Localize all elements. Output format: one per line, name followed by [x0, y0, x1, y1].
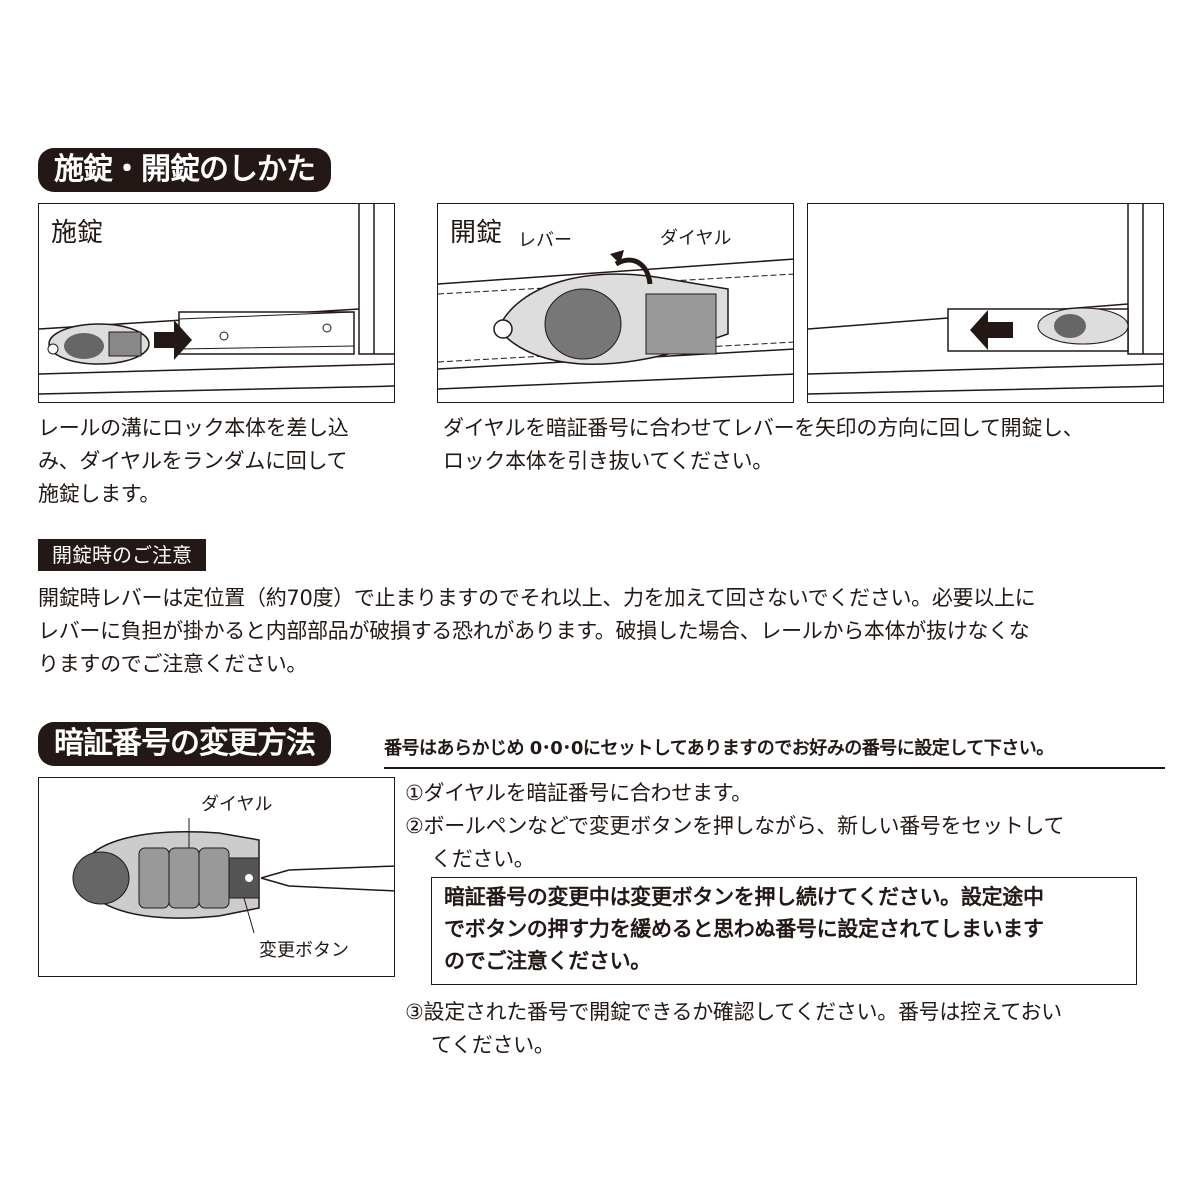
rotate-arrow-icon [610, 250, 624, 264]
warning-line: 暗証番号の変更中は変更ボタンを押し続けてください。設定途中 [444, 885, 1044, 909]
unlock-drawing [438, 250, 793, 390]
caption-line: ロック本体を引き抜いてください。 [443, 449, 773, 473]
warning-line: のでご注意ください。 [444, 949, 651, 973]
pen-icon [260, 865, 394, 892]
step-2: ②ボールペンなどで変更ボタンを押しながら、新しい番号をセットして [405, 814, 1065, 838]
change-button-drawing [72, 818, 394, 934]
lever-label: レバー [516, 226, 574, 252]
steps: ①ダイヤルを暗証番号に合わせます。 ②ボールペンなどで変更ボタンを押しながら、新… [405, 777, 1185, 876]
remove-drawing [808, 204, 1163, 395]
dial-label: ダイヤル [199, 790, 275, 816]
notice-line: レバーに負担が掛かると内部部品が破損する恐れがあります。破損した場合、レールから… [38, 619, 1030, 643]
notice-text: 開錠時レバーは定位置（約70度）で止まりますのでそれ以上、力を加えて回さないでく… [38, 582, 1178, 681]
change-button-label: 変更ボタン [257, 936, 351, 962]
notice-label: 開錠時のご注意 [38, 539, 206, 571]
section-title-lock-unlock: 施錠・開錠のしかた [38, 148, 331, 192]
caption-line: ダイヤルを暗証番号に合わせてレバーを矢印の方向に回して開錠し、 [443, 416, 1084, 440]
step-3-line: ③設定された番号で開錠できるか確認してください。番号は控えておい [405, 1000, 1062, 1024]
arrow-right-icon [154, 320, 192, 360]
illustration-change-button: ダイヤル 変更ボタン [38, 777, 395, 977]
divider [384, 767, 1165, 769]
step-2-cont: ください。 [431, 847, 535, 871]
illustration-remove [807, 203, 1164, 403]
warning-box: 暗証番号の変更中は変更ボタンを押し続けてください。設定途中 でボタンの押す力を緩… [431, 877, 1137, 985]
caption-line: み、ダイヤルをランダムに回して [38, 449, 348, 473]
step-1: ①ダイヤルを暗証番号に合わせます。 [405, 781, 752, 805]
step-3-cont: てください。 [431, 1033, 555, 1057]
illustration-lock: 施錠 [38, 203, 395, 403]
illustration-unlock: 開錠 レバー ダイヤル [437, 203, 794, 403]
warning-line: でボタンの押す力を緩めると思わぬ番号に設定されてしまいます [444, 917, 1044, 941]
caption-line: 施錠します。 [38, 482, 161, 506]
dial-label: ダイヤル [658, 224, 734, 250]
arrow-left-icon [970, 310, 1013, 350]
section-title-change-code: 暗証番号の変更方法 [38, 722, 331, 766]
notice-line: りますのでご注意ください。 [38, 652, 308, 676]
step-3: ③設定された番号で開錠できるか確認してください。番号は控えておい てください。 [405, 996, 1185, 1062]
caption-unlock: ダイヤルを暗証番号に合わせてレバーを矢印の方向に回して開錠し、 ロック本体を引き… [443, 412, 1183, 478]
panel-title-lock: 施錠 [51, 218, 104, 248]
panel-title-unlock: 開錠 [450, 218, 503, 248]
rail-lock-drawing [39, 204, 394, 395]
caption-line: レールの溝にロック本体を差し込 [38, 416, 349, 440]
notice-line: 開錠時レバーは定位置（約70度）で止まりますのでそれ以上、力を加えて回さないでく… [38, 586, 1036, 610]
caption-lock: レールの溝にロック本体を差し込 み、ダイヤルをランダムに回して 施錠します。 [38, 412, 398, 511]
preset-note: 番号はあらかじめ 0･0･0にセットしてありますのでお好みの番号に設定して下さい… [384, 738, 1054, 759]
